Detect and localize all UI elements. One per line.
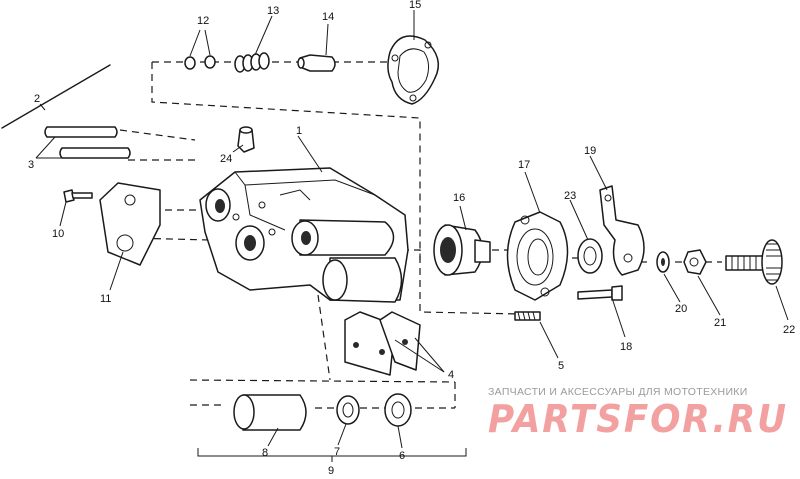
part-23-ring (577, 238, 603, 274)
label-6: 6 (399, 450, 405, 462)
part-6-dust-seal (384, 393, 412, 427)
label-20: 20 (675, 303, 687, 315)
part-18-bolt (577, 285, 623, 301)
watermark-brand: PARTSFOR.RU (488, 397, 788, 441)
part-24-fitting (237, 126, 255, 153)
label-5: 5 (558, 360, 564, 372)
part-7-seal (336, 395, 360, 425)
label-1: 1 (296, 125, 302, 137)
label-18: 18 (620, 341, 632, 353)
label-3: 3 (28, 159, 34, 171)
label-2: 2 (34, 93, 40, 105)
label-4: 4 (448, 369, 454, 381)
part-21-nut (683, 249, 707, 275)
label-9: 9 (328, 465, 334, 477)
label-21: 21 (714, 317, 726, 329)
part-14-plunger (297, 54, 336, 72)
part-22-adjuster-knob (725, 239, 783, 285)
label-14: 14 (322, 11, 334, 23)
watermark: ЗАПЧАСТИ И АКСЕССУАРЫ ДЛЯ МОТОТЕХНИКИ PA… (488, 386, 788, 441)
part-11-plate (99, 182, 161, 266)
part-labels: 1 2 3 4 5 6 7 8 9 10 11 12 13 14 15 16 1… (28, 0, 795, 477)
part-8-piston (233, 394, 307, 431)
label-17: 17 (518, 159, 530, 171)
part-9-bracket (197, 448, 467, 462)
label-12: 12 (197, 15, 209, 27)
part-2-wire (1, 64, 111, 129)
label-7: 7 (334, 446, 340, 458)
label-10: 10 (52, 228, 64, 240)
part-4-brake-pads (344, 311, 421, 376)
part-12-orings (184, 55, 216, 70)
label-11: 11 (100, 293, 111, 305)
part-1-caliper-body (199, 167, 409, 303)
label-8: 8 (262, 447, 268, 459)
part-10-bolt (63, 189, 93, 203)
part-3-pins (44, 126, 131, 159)
label-16: 16 (453, 192, 465, 204)
label-23: 23 (564, 190, 576, 202)
label-24: 24 (220, 153, 232, 165)
part-13-spring (234, 52, 270, 73)
label-22: 22 (783, 324, 795, 336)
label-19: 19 (584, 145, 596, 157)
part-5-screw (514, 311, 541, 321)
part-15-gasket (387, 35, 440, 105)
leader-lines (35, 10, 789, 449)
label-15: 15 (409, 0, 421, 11)
part-20-washer (656, 251, 670, 273)
part-17-housing (506, 211, 569, 301)
part-19-lever (599, 185, 645, 276)
label-13: 13 (267, 5, 279, 17)
watermark-caption: ЗАПЧАСТИ И АКСЕССУАРЫ ДЛЯ МОТОТЕХНИКИ (488, 386, 748, 398)
part-16-piston (433, 224, 491, 276)
